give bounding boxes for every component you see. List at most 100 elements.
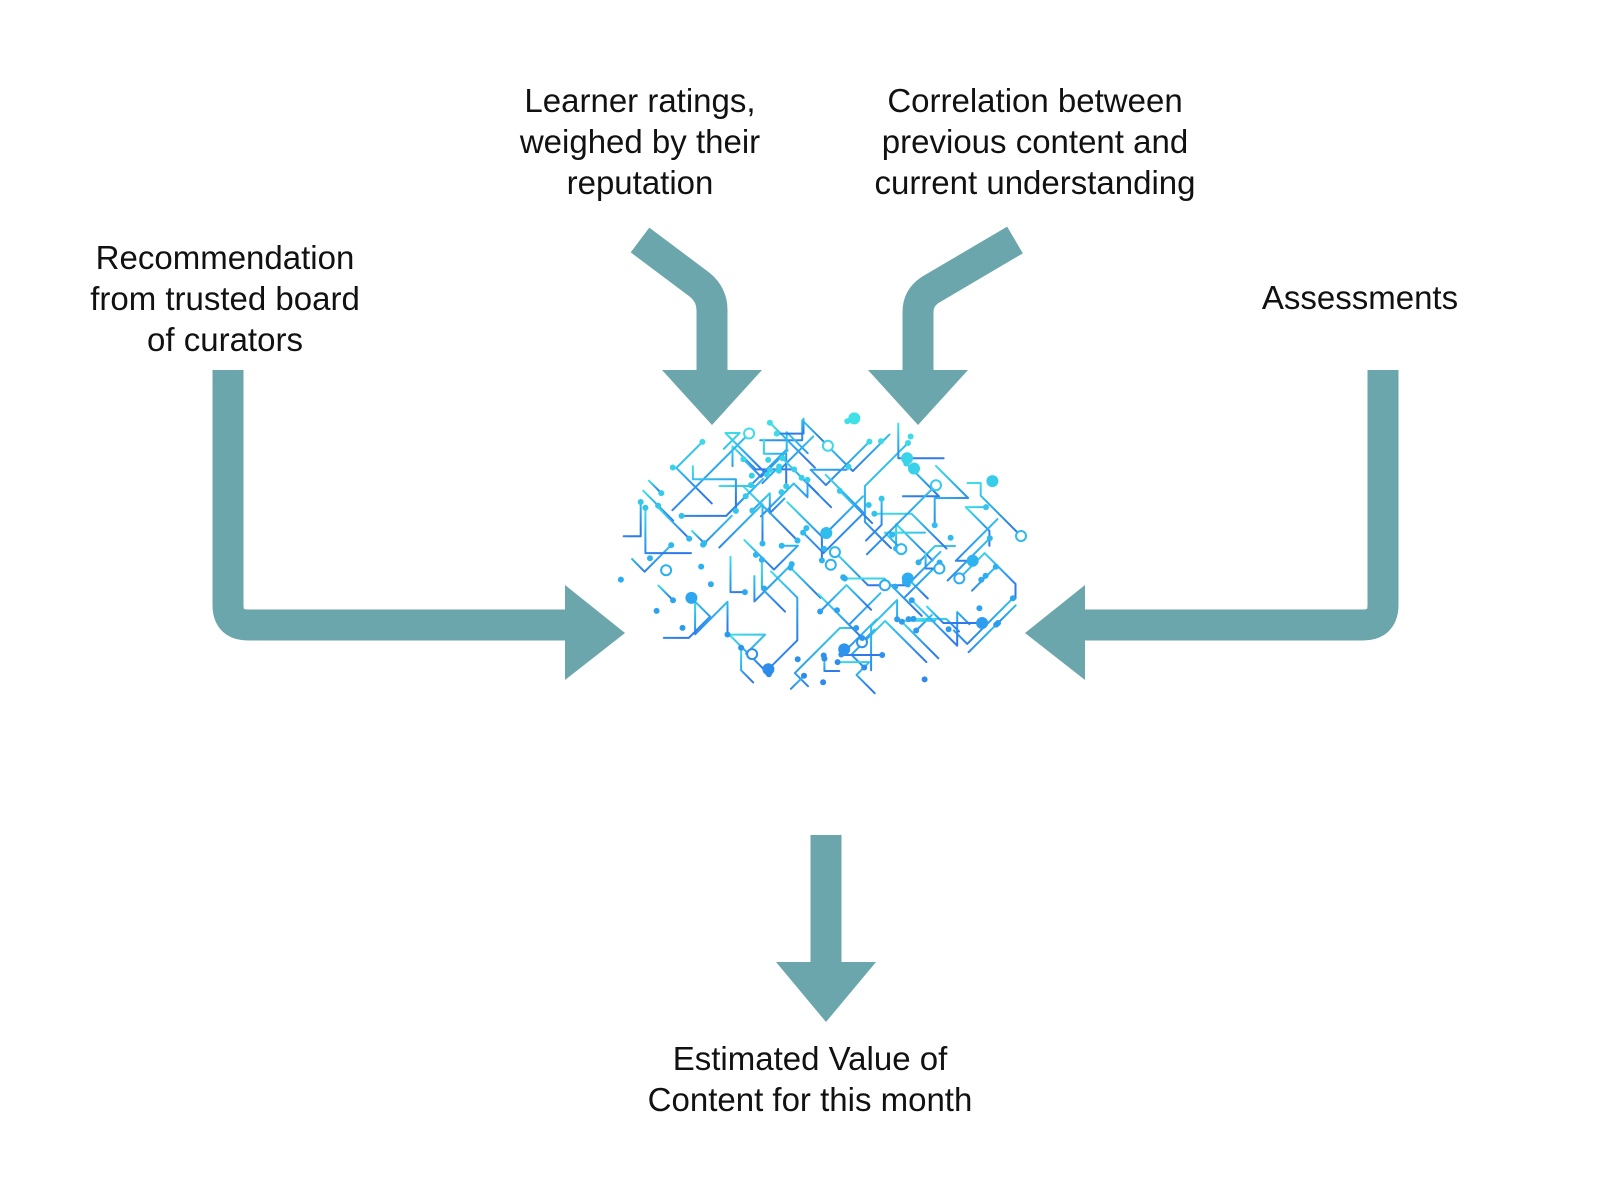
circuit-node — [933, 562, 946, 575]
circuit-trace — [759, 478, 809, 518]
circuit-node — [658, 490, 665, 497]
circuit-node — [804, 476, 811, 483]
circuit-node — [866, 438, 873, 445]
circuit-trace — [789, 674, 805, 690]
circuit-node — [818, 557, 825, 564]
circuit-node — [647, 555, 653, 562]
circuit-trace — [952, 597, 1014, 645]
circuit-node — [748, 472, 755, 479]
label-line: Content for this month — [647, 1081, 973, 1118]
node-curators: Recommendation from trusted board of cur… — [65, 237, 385, 360]
circuit-trace — [691, 465, 737, 512]
circuit-trace — [817, 592, 882, 639]
circuit-trace — [662, 596, 712, 639]
label-line: from trusted board — [90, 280, 360, 317]
circuit-trace — [967, 623, 998, 654]
circuit-node — [859, 635, 866, 641]
circuit-trace — [657, 584, 674, 602]
circuit-trace — [751, 492, 786, 515]
circuit-trace — [729, 555, 746, 594]
circuit-node — [670, 597, 676, 604]
circuit-node — [778, 542, 785, 549]
circuit-node — [901, 452, 914, 465]
circuit-node — [820, 679, 827, 686]
circuit-node — [669, 464, 676, 471]
circuit-node — [801, 672, 807, 679]
circuit-trace — [809, 440, 871, 487]
circuit-node — [775, 467, 782, 474]
circuit-node — [778, 489, 785, 496]
arrow-correlation — [868, 226, 1023, 425]
circuit-node — [947, 534, 954, 541]
circuit-node — [921, 676, 928, 683]
circuit-node — [824, 558, 837, 571]
circuit-node — [1015, 530, 1027, 542]
circuit-node — [853, 625, 860, 631]
circuit-trace — [775, 417, 805, 435]
circuit-node — [767, 466, 773, 473]
circuit-node — [821, 439, 834, 452]
circuit-trace — [910, 599, 971, 647]
circuit-node — [908, 462, 920, 475]
circuit-trace — [870, 599, 899, 672]
circuit-trace — [657, 507, 691, 540]
circuit-node — [752, 551, 759, 558]
circuit-trace — [912, 617, 960, 633]
circuit-node — [699, 438, 706, 445]
circuit-trace — [819, 584, 873, 613]
circuit-node — [907, 433, 914, 440]
circuit-trace — [642, 489, 675, 522]
circuit-node — [879, 652, 886, 658]
circuit-trace — [718, 503, 764, 549]
circuit-node — [668, 542, 675, 549]
circuit-node — [794, 537, 801, 544]
circuit-node — [798, 474, 805, 481]
circuit-node — [908, 597, 915, 604]
label-line: Estimated Value of — [672, 1040, 948, 1077]
label-line: Learner ratings, — [524, 82, 756, 119]
circuit-node — [983, 504, 989, 511]
circuit-node — [838, 643, 851, 656]
circuit-trace — [843, 577, 923, 617]
circuit-node — [930, 479, 942, 492]
circuit-node — [865, 502, 872, 508]
circuit-node — [707, 581, 714, 588]
circuit-node — [686, 535, 693, 542]
circuit-node — [820, 527, 833, 539]
circuit-node — [773, 430, 780, 437]
label-line: Assessments — [1261, 279, 1459, 316]
circuit-trace — [768, 421, 816, 469]
circuit-node — [732, 507, 739, 514]
circuit-node — [966, 554, 979, 567]
circuit-trace — [789, 566, 822, 599]
circuit-trace — [865, 484, 937, 556]
circuit-node — [828, 546, 841, 559]
circuit-node — [978, 576, 985, 583]
circuit-node — [660, 564, 673, 577]
circuit-node — [724, 631, 731, 638]
circuit-trace — [760, 558, 786, 613]
circuit-trace — [899, 619, 940, 660]
circuit-node — [834, 607, 840, 614]
circuit-node — [910, 615, 917, 622]
circuit-node — [747, 482, 754, 489]
node-output: Estimated Value of Content for this mont… — [620, 1038, 1000, 1120]
circuit-node — [765, 671, 772, 678]
circuit-node — [993, 621, 1000, 628]
circuit-node — [878, 438, 884, 445]
circuit-trace — [759, 419, 829, 447]
circuit-trace — [925, 605, 984, 624]
circuit-trace — [997, 604, 1017, 624]
circuit-node — [878, 579, 891, 592]
circuit-node — [738, 644, 745, 651]
circuit-node — [758, 556, 765, 563]
circuit-node — [861, 664, 868, 671]
circuit-node — [762, 663, 775, 676]
circuit-node — [761, 585, 768, 592]
label-line: weighed by their — [519, 123, 761, 160]
arrow-output — [776, 835, 876, 1022]
label-line: current understanding — [874, 164, 1196, 201]
circuit-node — [834, 659, 841, 666]
circuit-node — [779, 455, 786, 462]
